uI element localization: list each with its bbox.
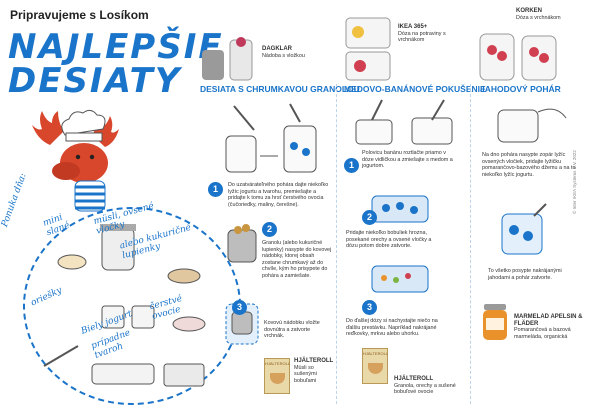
step-number: 1 [344, 158, 359, 173]
strawberry-step1-illustration [497, 108, 567, 143]
page-header-title: Pripravujeme s Losíkom [10, 8, 149, 22]
dagklar-desc: Nádoba s vložkou [262, 52, 305, 59]
banana-step2-illustration [371, 195, 429, 223]
ikea365-photo [345, 17, 391, 81]
step-number: 3 [232, 300, 247, 315]
hjalteroll2-desc: Granola, orechy a sušené bobuľové ovocie [394, 382, 456, 396]
marmelad-jar-photo [483, 304, 507, 340]
granola-step3-text: Kovovú nádobku vložte dovnútra a zatvort… [264, 320, 320, 340]
strawberry-step2-text: To všetko posypte nakrájanými jahodami a… [488, 268, 562, 281]
hjalteroll1-desc: Müsli so sušenými bobuľami [294, 364, 317, 384]
hjalteroll2-label: HJÄLTEROLL Granola, orechy a sušené bobu… [394, 376, 458, 396]
korken-label: KORKEN Dóza s vrchnákom [516, 8, 596, 21]
hjalteroll-granola-package: HJÄLTEROLL [362, 348, 388, 384]
granola-step2-text: Granolu (alebo kukuričné lupienky) nasyp… [262, 240, 332, 279]
copyright-notice: © Inter IKEA Systems B.V. 2022 [572, 150, 577, 214]
marmelad-name: MARMELAD APELSIN & FLÄDER [514, 314, 583, 327]
granola-step1-text: Do uzatvárateľného pohára dajte niekoľko… [228, 182, 329, 208]
column-title-banana: MEDOVO-BANÁNOVÉ POKUŠENIE [344, 84, 486, 94]
ikea365-desc: Dóza na potraviny s vrchnákom [398, 30, 446, 44]
hjalteroll1-label: HJÄLTEROLL Müsli so sušenými bobuľami [294, 358, 338, 384]
granola-step2-illustration [227, 224, 257, 263]
hjalteroll-package-label: HJÄLTEROLL [265, 361, 291, 366]
granola-step3-illustration [225, 303, 259, 345]
hjalteroll2-name: HJÄLTEROLL [394, 376, 434, 382]
strawberry-step1-text: Na dno pohára nasypte zopár lyžíc ovsený… [482, 152, 576, 178]
korken-name: KORKEN [516, 8, 543, 14]
banana-step1-text: Polovicu banánu roztlačte priamo v dóze … [362, 150, 453, 170]
step-number: 1 [208, 182, 223, 197]
main-title: NAJLEPŠIE DESIATY [8, 30, 224, 98]
column-title-granola: DESIATA S CHRUMKAVOU GRANOLOU [200, 84, 360, 94]
marmelad-label: MARMELAD APELSIN & FLÄDER Pomarančová a … [514, 314, 588, 340]
banana-step2-text: Pridajte niekoľko bobuliek hrozna, posek… [346, 230, 432, 250]
main-title-line2: DESIATY [8, 61, 182, 101]
cereal-bowl-icon [368, 363, 383, 374]
banana-step1-illustration [355, 99, 453, 145]
dagklar-name: DAGKLAR [262, 46, 292, 52]
marmelad-desc: Pomarančová a bazová marmeláda, organick… [514, 327, 571, 340]
column-title-strawberry: JAHODOVÝ POHÁR [480, 84, 561, 94]
step-number: 3 [362, 300, 377, 315]
ikea365-label: IKEA 365+ Dóza na potraviny s vrchnákom [398, 24, 460, 44]
step-number: 2 [262, 222, 277, 237]
dagklar-label: DAGKLAR Nádoba s vložkou [262, 46, 322, 59]
strawberry-step2-illustration [501, 203, 547, 255]
step-number: 2 [362, 210, 377, 225]
dagklar-photo [202, 37, 253, 81]
hjalteroll-package-label: HJÄLTEROLL [363, 351, 389, 356]
banana-step3-illustration [371, 265, 429, 293]
granola-step1-illustration [225, 103, 317, 173]
banana-step3-text: Do ďalšej dózy si nachystajte niečo na ď… [346, 318, 438, 338]
korken-desc: Dóza s vrchnákom [516, 14, 561, 21]
column-divider [470, 84, 471, 404]
hjalteroll1-name: HJÄLTEROLL [294, 358, 334, 364]
cereal-bowl-icon [270, 373, 285, 384]
hjalteroll-musli-package: HJÄLTEROLL [264, 358, 290, 394]
korken-photo [479, 33, 557, 81]
moose-chef-illustration [32, 109, 119, 212]
main-title-line1: NAJLEPŠIE [8, 27, 224, 67]
ikea365-name: IKEA 365+ [398, 24, 428, 30]
column-divider [336, 84, 337, 404]
